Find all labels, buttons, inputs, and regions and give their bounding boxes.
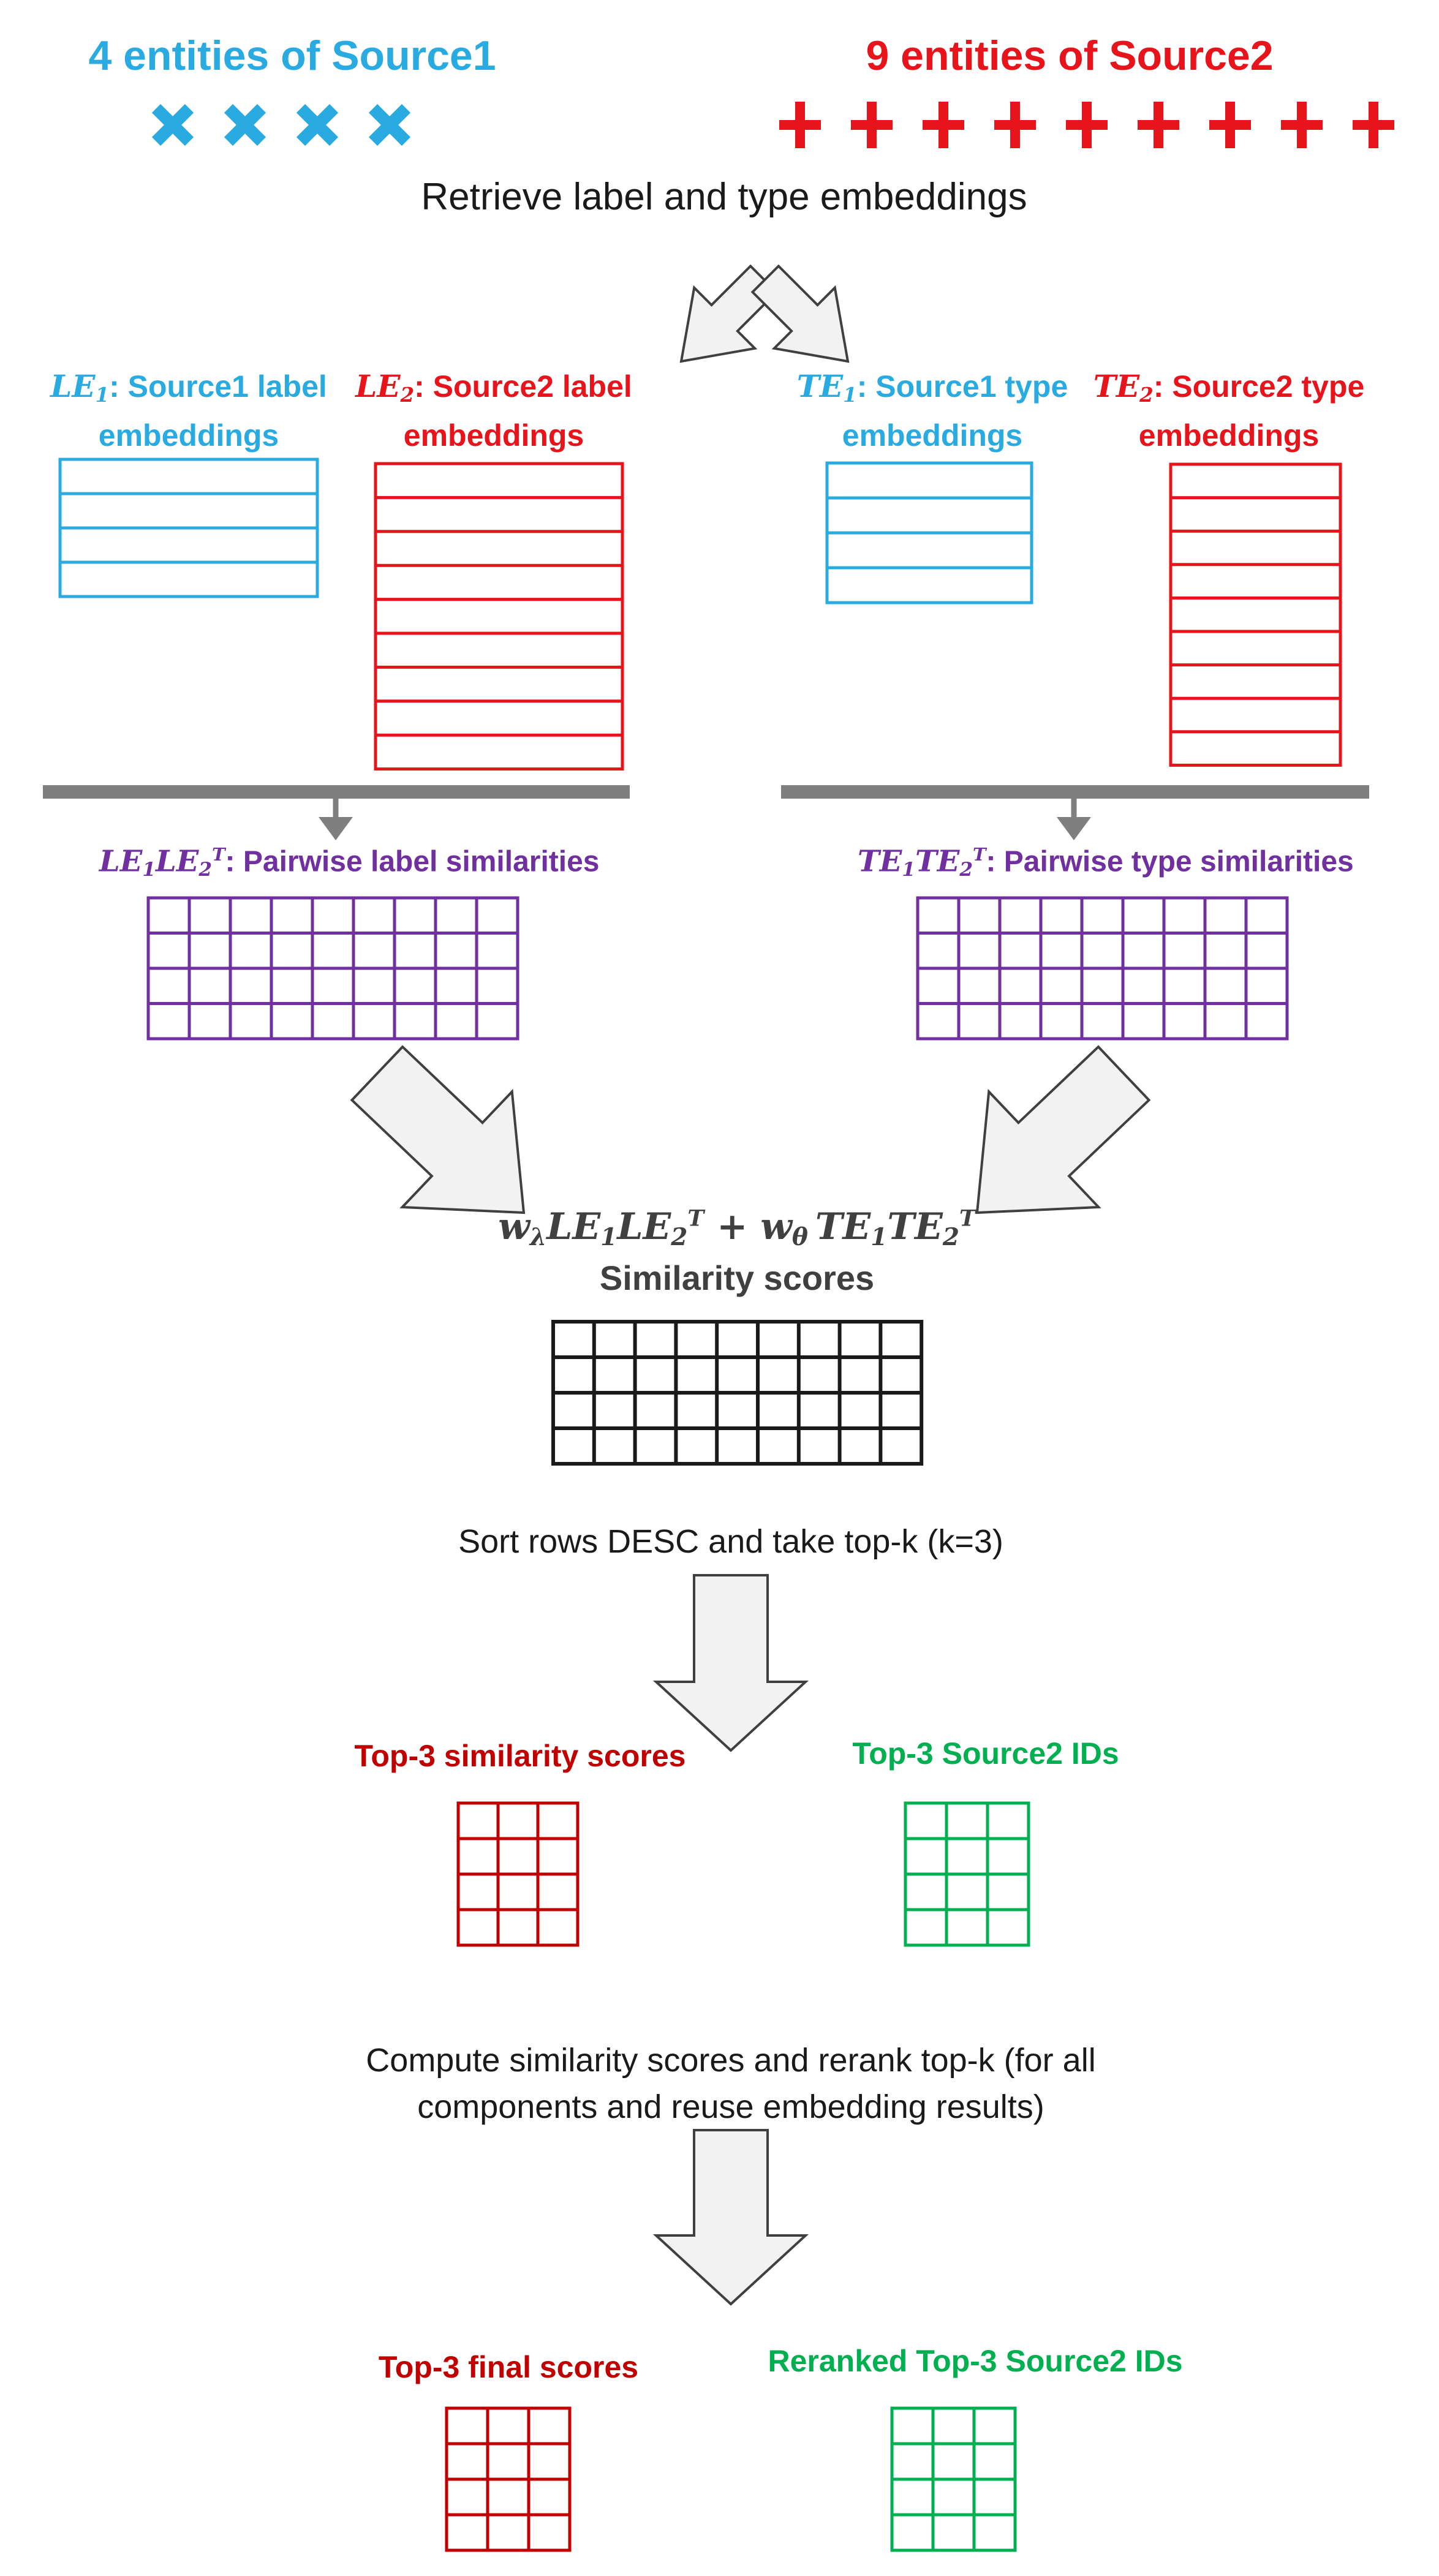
pairwise-label-similarities-label: LE1LE2T: Pairwise label similarities: [99, 844, 600, 881]
source1-cross-icon: [224, 104, 266, 146]
pairwise-type-sub-a: 1: [902, 859, 916, 881]
formula-te-a: TE: [815, 1205, 871, 1248]
formula-le-a: LE: [546, 1205, 601, 1248]
te1-label-line2: embeddings: [842, 418, 1023, 453]
le1-label-line2: embeddings: [98, 418, 279, 453]
pairwise-type-sym-a: TE: [858, 844, 902, 879]
source2-plus-icon: [1281, 102, 1323, 148]
reranked-top3-ids-label: Reranked Top-3 Source2 IDs: [768, 2344, 1183, 2378]
pairwise-label-sym-a: LE: [99, 844, 143, 879]
te2-label-line1: TE2: Source2 type: [1093, 366, 1365, 415]
rerank-step-line1: Compute similarity scores and rerank top…: [366, 2042, 1096, 2079]
split-arrow-right-icon: [750, 264, 850, 363]
source1-title: 4 entities of Source1: [88, 32, 496, 79]
te2-description: : Source2 type: [1153, 369, 1365, 404]
formula-plus: +: [704, 1205, 761, 1248]
pairwise-label-sup-b: T: [212, 844, 225, 865]
source2-plus-icon: [994, 102, 1036, 148]
source2-title: 9 entities of Source2: [866, 32, 1274, 79]
split-arrow-left-icon: [679, 264, 779, 363]
le1-label-line1: LE1: Source1 label: [50, 366, 327, 415]
source2-plus-icon: [923, 102, 964, 148]
source2-plus-icon: [851, 102, 893, 148]
source2-plus-icon: [1353, 102, 1394, 148]
source2-plus-icon: [779, 102, 821, 148]
le2-label: LE2: Source2 label embeddings: [355, 366, 632, 456]
te2-symbol: TE: [1093, 368, 1140, 404]
rerank-step-text: Compute similarity scores and rerank top…: [366, 2037, 1095, 2130]
sort-down-arrow-icon: [652, 1574, 809, 1752]
top3-scores-label: Top-3 similarity scores: [354, 1739, 686, 1773]
combined-formula: wλLE1LE2T + wθ TE1TE2T: [498, 1205, 976, 1251]
retrieve-step-text: Retrieve label and type embeddings: [421, 176, 1027, 218]
source1-cross-icon: [368, 104, 411, 146]
te1-label-line1: TE1: Source1 type: [797, 366, 1068, 415]
rerank-down-arrow-icon: [652, 2129, 809, 2306]
type-product-bar: [781, 785, 1369, 799]
formula-le-b-sub: 2: [671, 1222, 688, 1251]
pairwise-type-sup-b: T: [973, 844, 986, 865]
merge-arrow-left-icon: [350, 1045, 526, 1215]
formula-te-b-sup: T: [959, 1205, 976, 1232]
pairwise-label-description: : Pairwise label similarities: [225, 845, 600, 878]
formula-te-b: TE: [887, 1205, 943, 1248]
sort-step-text: Sort rows DESC and take top-k (k=3): [458, 1523, 1003, 1560]
rerank-step-line2: components and reuse embedding results): [417, 2088, 1044, 2125]
le2-description: : Source2 label: [414, 369, 632, 404]
le2-label-line2: embeddings: [403, 418, 584, 453]
formula-w-theta: w: [760, 1205, 792, 1248]
source2-plus-icon: [1138, 102, 1179, 148]
le1-subscript: 1: [95, 383, 110, 407]
te2-label-line2: embeddings: [1138, 418, 1320, 453]
te1-description: : Source1 type: [856, 369, 1068, 404]
pairwise-label-sym-b: LE: [156, 844, 199, 879]
te2-matrix-outline: [1169, 462, 1342, 767]
label-down-arrow-icon: [319, 817, 353, 840]
pairwise-type-similarities-label: TE1TE2T: Pairwise type similarities: [858, 844, 1354, 881]
formula-theta-sub: θ: [791, 1222, 808, 1251]
source2-plus-icon: [1066, 102, 1108, 148]
le2-subscript: 2: [400, 383, 415, 407]
formula-lambda-sub: λ: [529, 1222, 547, 1251]
le2-label-line1: LE2: Source2 label: [355, 366, 632, 415]
pairwise-label-sub-a: 1: [142, 859, 156, 881]
merge-arrow-right-icon: [975, 1045, 1151, 1215]
similarity-scores-label: Similarity scores: [599, 1259, 875, 1297]
pairwise-type-description: : Pairwise type similarities: [986, 845, 1354, 878]
formula-te-a-sub: 1: [871, 1222, 888, 1251]
te1-label: TE1: Source1 type embeddings: [797, 366, 1068, 456]
te2-subscript: 2: [1139, 383, 1154, 407]
le2-symbol: LE: [355, 368, 401, 404]
source2-plus-icon: [1209, 102, 1251, 148]
pairwise-label-sub-b: 2: [198, 859, 213, 881]
type-down-arrow-icon: [1057, 817, 1091, 840]
pairwise-type-sym-b: TE: [915, 844, 960, 879]
le1-description: : Source1 label: [109, 369, 327, 404]
te2-label: TE2: Source2 type embeddings: [1093, 366, 1365, 456]
formula-le-b-sup: T: [687, 1205, 704, 1232]
source1-cross-icon: [296, 104, 339, 146]
formula-le-b: LE: [617, 1205, 671, 1248]
formula-te-b-sub: 2: [942, 1222, 959, 1251]
le1-symbol: LE: [50, 368, 96, 404]
pairwise-type-sub-b: 2: [959, 859, 973, 881]
formula-le-a-sub: 1: [600, 1222, 618, 1251]
le1-label: LE1: Source1 label embeddings: [50, 366, 327, 456]
top3-final-scores-label: Top-3 final scores: [378, 2350, 639, 2384]
le2-matrix-outline: [374, 462, 624, 771]
te1-subscript: 1: [843, 383, 857, 407]
top3-ids-label: Top-3 Source2 IDs: [852, 1736, 1119, 1771]
formula-w-lambda: w: [498, 1205, 530, 1248]
source1-cross-icon: [151, 104, 194, 146]
te1-symbol: TE: [796, 368, 844, 404]
label-product-bar: [43, 785, 630, 799]
